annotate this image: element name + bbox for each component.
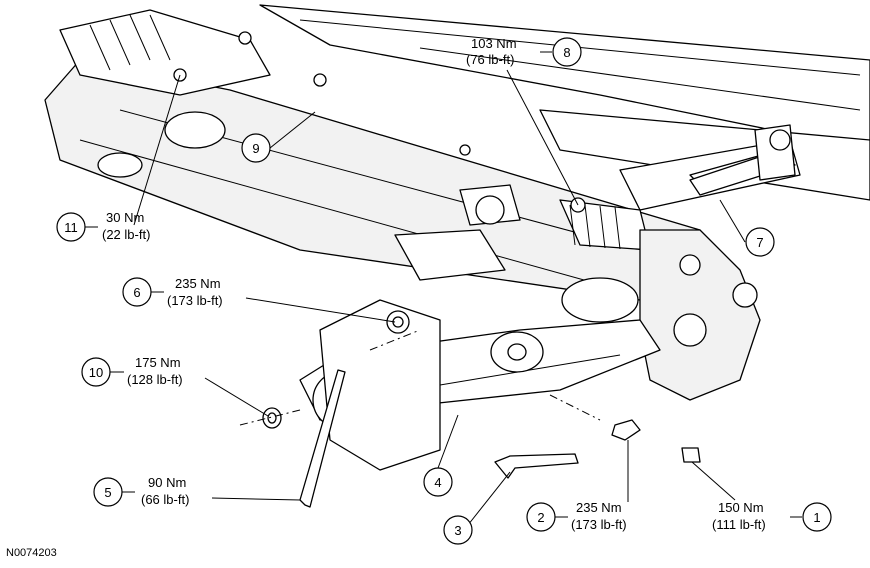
callout-9-circle [241, 133, 271, 163]
callout-5-number: 5 [104, 485, 111, 500]
callout-3: 3 [443, 515, 473, 545]
callout-8-circle [552, 37, 582, 67]
callout-6-torque-lbft: (173 lb-ft) [167, 293, 223, 308]
figure-id: N0074203 [6, 547, 57, 559]
callout-10: 10 175 Nm (128 lb-ft) [81, 355, 183, 387]
callout-7-number: 7 [756, 235, 763, 250]
callout-10-number: 10 [89, 365, 103, 380]
callout-1-number: 1 [813, 510, 820, 525]
callout-5: 5 90 Nm (66 lb-ft) [93, 475, 189, 507]
callout-8-torque-lbft: (76 lb-ft) [466, 52, 514, 67]
callout-2: 2 235 Nm (173 lb-ft) [526, 500, 627, 532]
callout-10-torque-lbft: (128 lb-ft) [127, 372, 183, 387]
callout-7-circle [745, 227, 775, 257]
callout-6-number: 6 [133, 285, 140, 300]
callout-2-torque-lbft: (173 lb-ft) [571, 517, 627, 532]
callout-9-number: 9 [252, 141, 259, 156]
callout-8: 103 Nm (76 lb-ft) 8 [466, 36, 582, 67]
callout-6-torque-nm: 235 Nm [175, 276, 221, 291]
callout-4-number: 4 [434, 475, 441, 490]
callout-10-torque-nm: 175 Nm [135, 355, 181, 370]
callout-11-torque-lbft: (22 lb-ft) [102, 227, 150, 242]
callout-2-number: 2 [537, 510, 544, 525]
callout-6: 6 235 Nm (173 lb-ft) [122, 276, 223, 308]
callout-5-torque-lbft: (66 lb-ft) [141, 492, 189, 507]
line-art [44, 4, 870, 508]
callout-8-torque-nm: 103 Nm [471, 36, 517, 51]
callout-1-torque-nm: 150 Nm [718, 500, 764, 515]
callout-3-number: 3 [454, 523, 461, 538]
callout-11-torque-nm: 30 Nm [106, 210, 144, 225]
callout-4-circle [423, 467, 453, 497]
leader-lines [133, 69, 746, 526]
callout-11: 11 30 Nm (22 lb-ft) [56, 210, 150, 242]
callout-5-torque-nm: 90 Nm [148, 475, 186, 490]
callout-1-torque-lbft: (111 lb-ft) [712, 517, 766, 532]
callout-1: 150 Nm (111 lb-ft) 1 [712, 500, 832, 532]
callout-8-number: 8 [563, 45, 570, 60]
callout-2-torque-nm: 235 Nm [576, 500, 622, 515]
callout-9: 9 [241, 133, 271, 163]
callout-3-circle [443, 515, 473, 545]
callout-7: 7 [745, 227, 775, 257]
callout-1-circle [802, 502, 832, 532]
callout-4: 4 [423, 467, 453, 497]
callout-11-number: 11 [64, 220, 78, 235]
